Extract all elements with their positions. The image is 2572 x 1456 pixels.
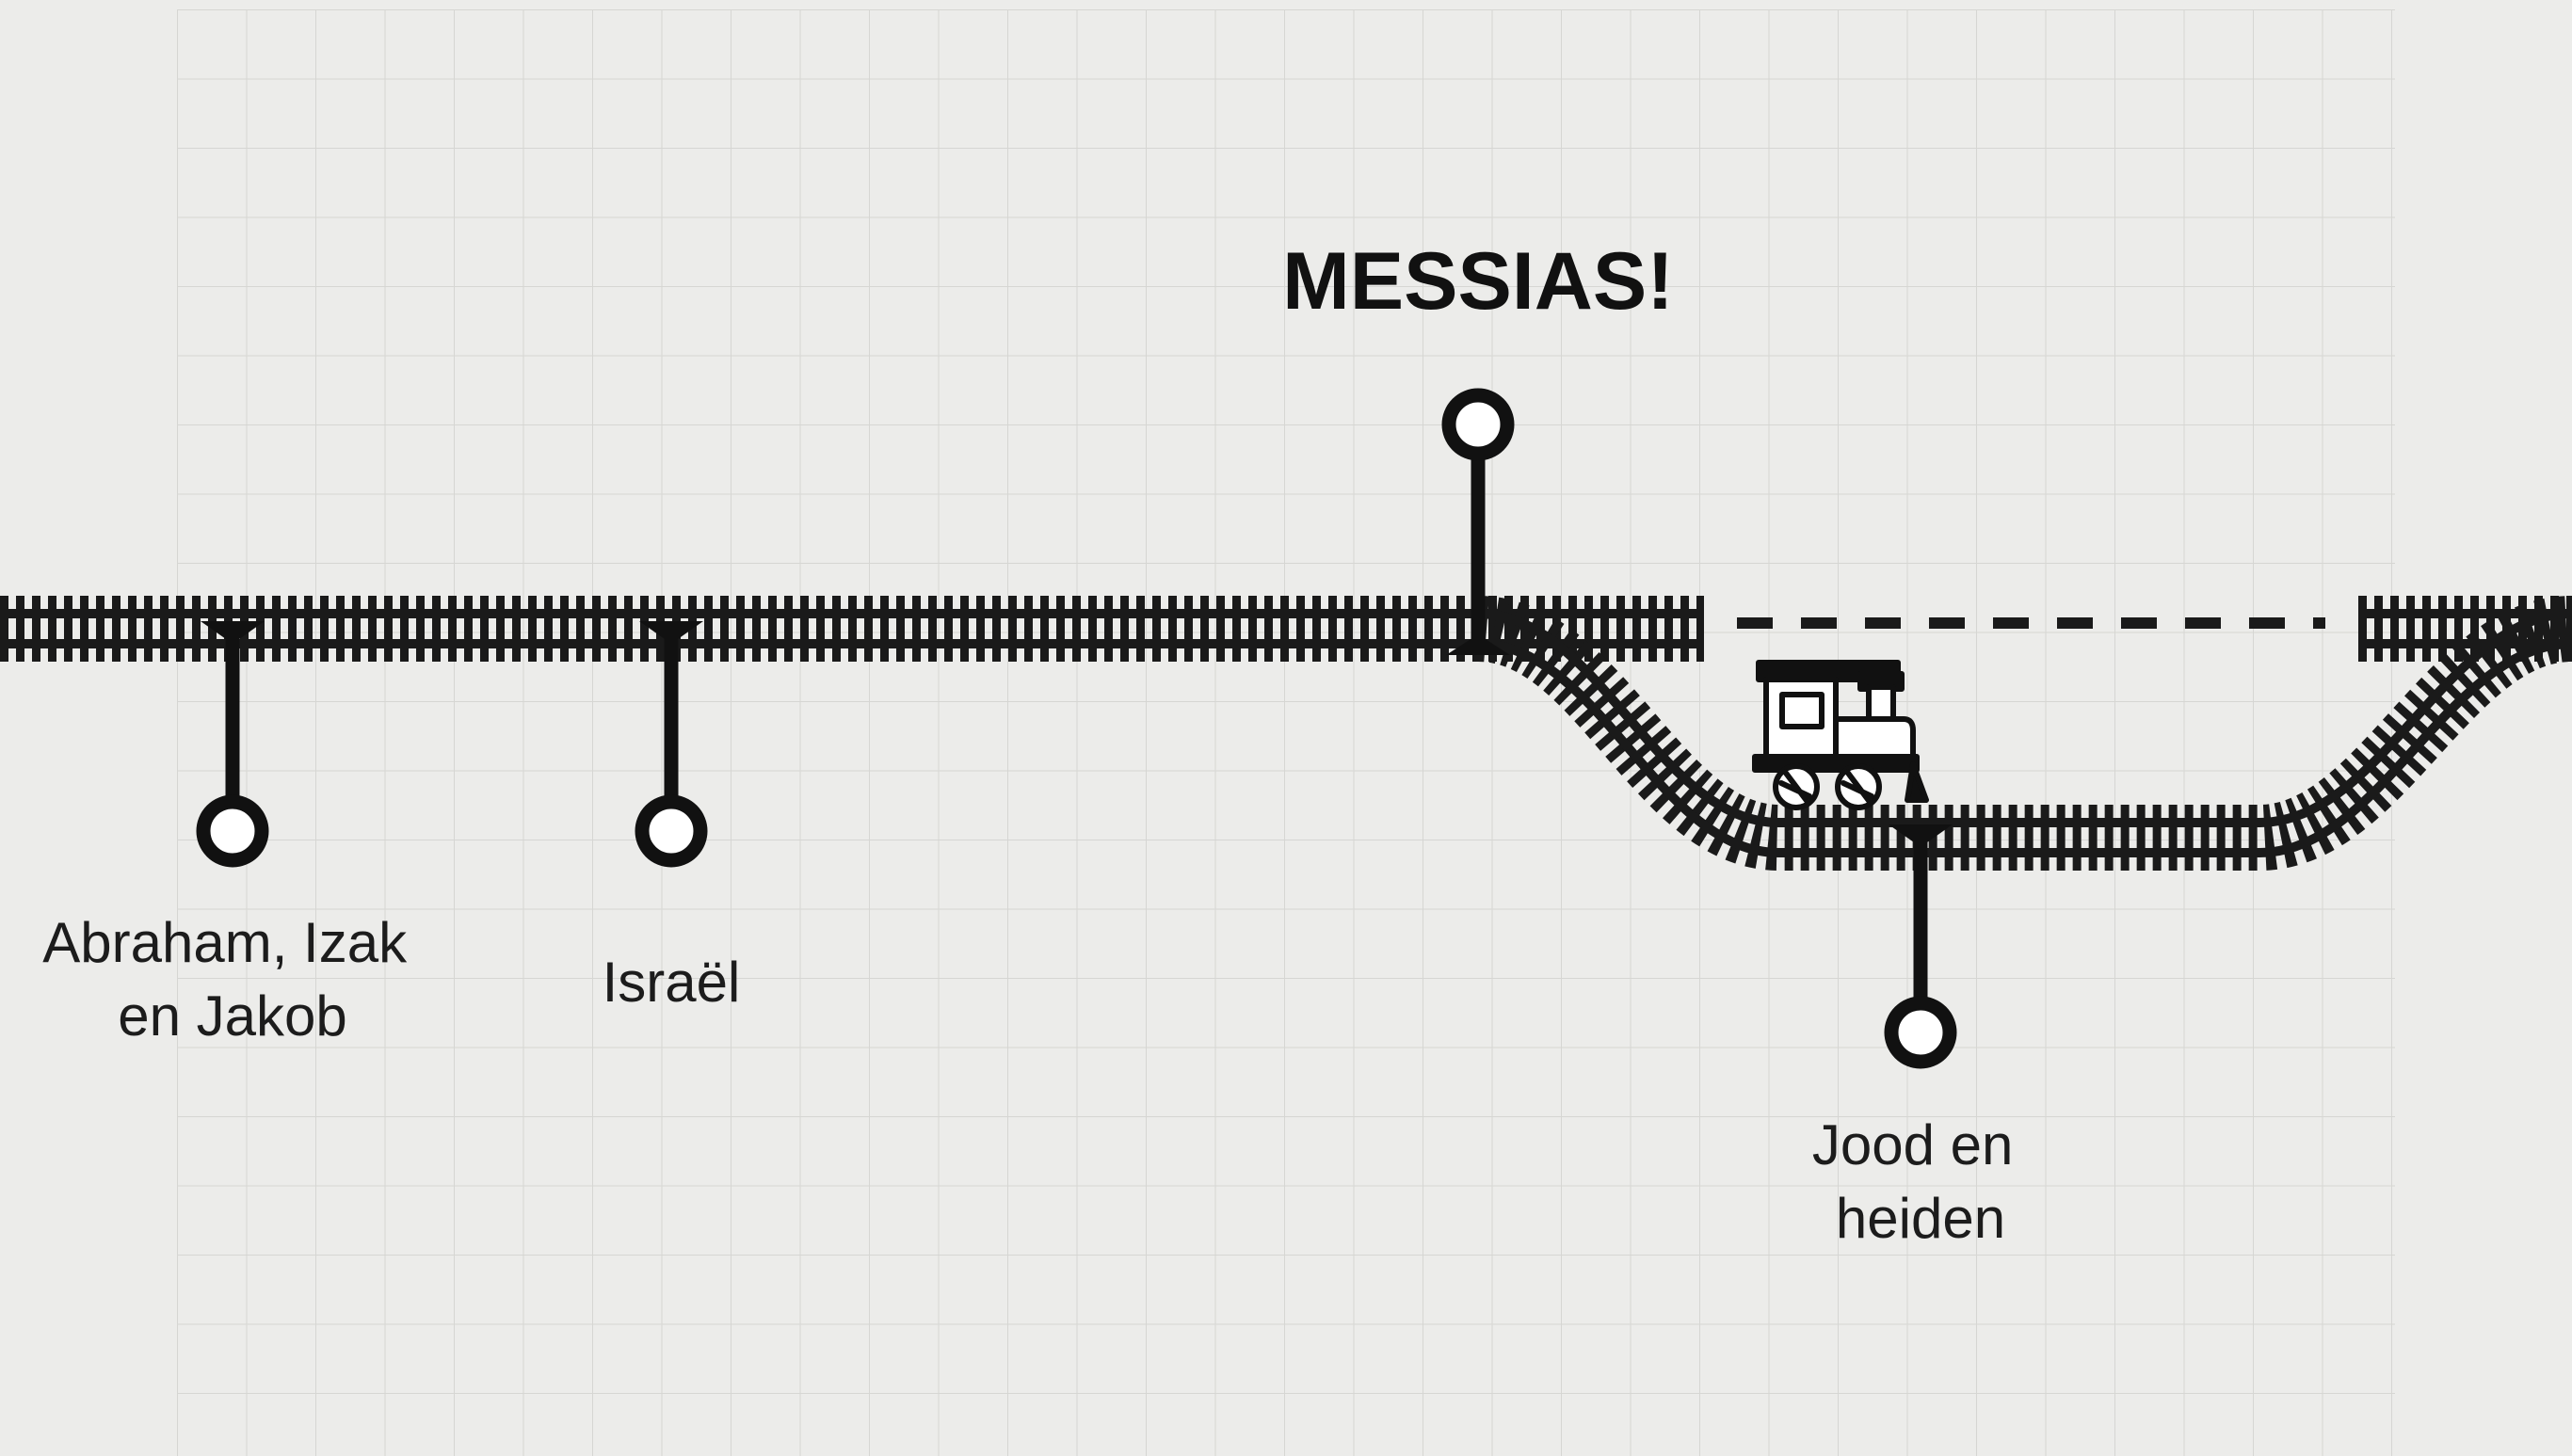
graph-paper-grid [177, 9, 2395, 1456]
station-marker-messias [1441, 388, 1515, 655]
station-label-jood-heiden: Jood en heiden [1812, 1113, 2029, 1250]
track-right-stub [2358, 596, 2572, 662]
track-sleepers [1475, 596, 2572, 871]
station-label-abraham: Abraham, Izak en Jakob [42, 911, 423, 1048]
messias-title: MESSIAS! [1282, 236, 1674, 327]
track-rail-top [1477, 609, 2572, 827]
station-marker-abraham [196, 621, 269, 868]
train-locomotive-icon [1752, 660, 1929, 810]
track-main-line [0, 596, 1704, 662]
station-marker-israel [635, 621, 708, 868]
track-rail-bottom [1477, 639, 2572, 857]
station-label-israel: Israël [603, 951, 741, 1014]
track-detour-branch [1475, 596, 2572, 871]
station-marker-jood-heiden [1884, 824, 1957, 1069]
railway-tracks [0, 596, 2572, 871]
